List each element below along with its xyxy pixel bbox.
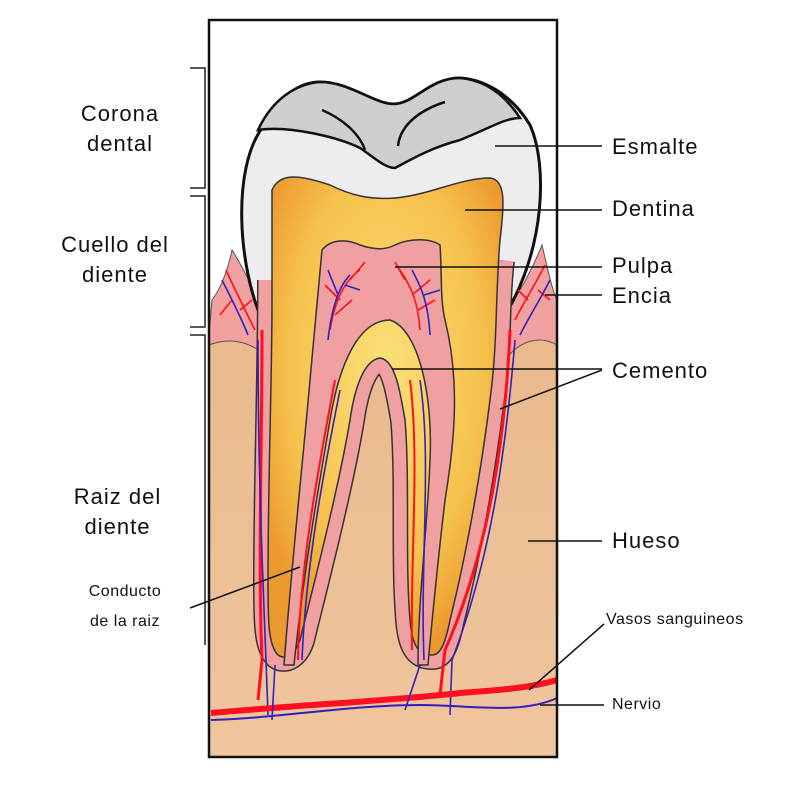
- blood-vessels: [210, 261, 558, 721]
- pulp: [283, 239, 456, 666]
- brackets: [190, 67, 206, 645]
- label-line: dental: [87, 131, 153, 156]
- label-dentina: Dentina: [612, 196, 695, 221]
- label-cemento: Cemento: [612, 358, 709, 383]
- label-line: Conducto: [88, 583, 162, 600]
- label-hueso: Hueso: [612, 528, 681, 553]
- label-line: Raiz del: [73, 484, 162, 509]
- label-encia: Encia: [612, 283, 673, 308]
- leader-lines: [189, 145, 605, 706]
- label-line: diente: [82, 262, 148, 287]
- label-corona-dental: Corona dental: [60, 99, 180, 159]
- occlusal-surface: [255, 76, 523, 170]
- label-esmalte: Esmalte: [612, 134, 699, 159]
- label-line: Corona: [80, 101, 160, 126]
- label-cuello-del-diente: Cuello del diente: [40, 230, 190, 290]
- label-nervio: Nervio: [612, 696, 662, 713]
- label-raiz-del-diente: Raiz del diente: [45, 482, 190, 542]
- label-line: Cuello del: [61, 232, 169, 257]
- label-line: de la raiz: [90, 613, 160, 630]
- diagram-frame: [207, 18, 559, 759]
- label-pulpa: Pulpa: [612, 253, 674, 278]
- label-line: diente: [84, 514, 151, 539]
- label-vasos-sanguineos: Vasos sanguineos: [606, 611, 744, 628]
- label-conducto-de-la-raiz: Conducto de la raiz: [65, 577, 185, 637]
